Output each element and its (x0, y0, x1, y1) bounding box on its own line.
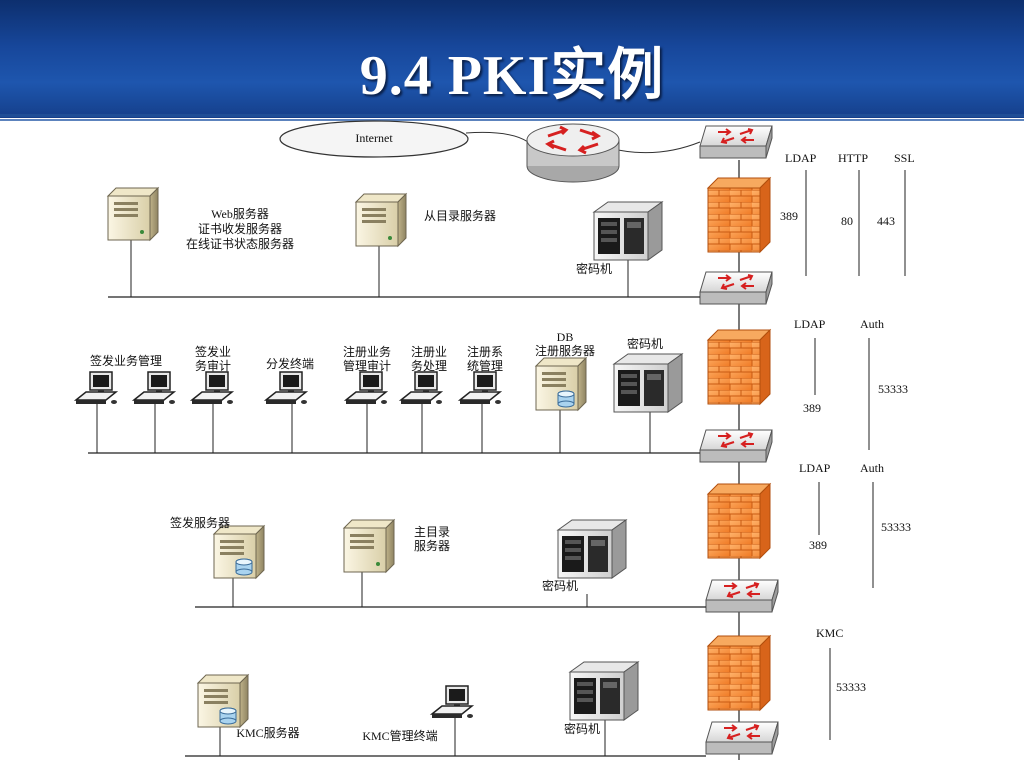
switch-icon-3 (699, 429, 773, 463)
firewall-icon-4 (707, 635, 771, 711)
distribution-terminal-label: 分发终端 (266, 356, 314, 371)
internet-cloud (279, 120, 469, 158)
registration-system-label: 统管理 (467, 358, 503, 373)
port-number: 53333 (836, 680, 866, 694)
kmc-server-icon (198, 675, 248, 727)
port-number: 389 (809, 538, 827, 552)
port-label: LDAP (799, 461, 831, 475)
web-server-icon (107, 187, 159, 241)
port-label: HTTP (838, 151, 868, 165)
sign-server-icon (214, 526, 264, 578)
registration-audit-label: 管理审计 (343, 358, 391, 373)
workstation-icon (133, 371, 176, 405)
main-directory-server-label: 服务器 (414, 538, 450, 553)
switch-icon-4 (705, 579, 779, 613)
main-directory-server-icon (343, 519, 395, 573)
title-bar-rule (0, 114, 1024, 117)
port-label: KMC (816, 626, 843, 640)
internet-label: Internet (355, 131, 393, 145)
firewall-icon-2 (707, 329, 771, 405)
registration-audit-label: 注册业务 (343, 344, 391, 359)
registration-server-label: 注册服务器 (535, 343, 595, 358)
workstation-icon (459, 371, 502, 405)
port-number: 53333 (878, 382, 908, 396)
workstation-icon (75, 371, 118, 405)
port-label: LDAP (785, 151, 817, 165)
title-bar-rule-thin (0, 119, 1024, 121)
internet-router-link (465, 131, 529, 143)
port-label: SSL (894, 151, 915, 165)
crypto-machine-label: 密码机 (627, 336, 663, 351)
web-server-label: Web服务器 (211, 206, 269, 221)
crypto-machine-icon (613, 353, 683, 413)
title-bar (0, 0, 1024, 118)
port-number: 389 (780, 209, 798, 223)
slide-title: 9.4 PKI实例 (359, 45, 665, 107)
port-number: 53333 (881, 520, 911, 534)
port-number: 80 (841, 214, 853, 228)
sign-server-label: 签发服务器 (170, 515, 230, 530)
router-switch-link (617, 141, 701, 154)
web-server-label: 证书收发服务器 (198, 221, 282, 236)
slave-directory-server-label: 从目录服务器 (424, 208, 496, 223)
crypto-machine-label: 密码机 (564, 721, 600, 736)
kmc-server-label: KMC服务器 (236, 725, 299, 740)
port-label: Auth (860, 317, 884, 331)
router-icon (526, 123, 620, 183)
crypto-machine-icon (557, 519, 627, 579)
workstation-icon (265, 371, 308, 405)
registration-system-label: 注册系 (467, 344, 503, 359)
db-label: DB (557, 330, 574, 344)
port-number: 443 (877, 214, 895, 228)
port-label: Auth (860, 461, 884, 475)
sign-audit-label: 务审计 (195, 358, 231, 373)
workstation-icon (400, 371, 443, 405)
registration-processing-label: 注册业 (411, 344, 447, 359)
registration-server-icon (536, 358, 586, 410)
main-directory-server-label: 主目录 (414, 525, 450, 539)
web-server-label: 在线证书状态服务器 (186, 236, 294, 251)
sign-management-label: 签发业务管理 (90, 353, 162, 368)
workstation-icon (345, 371, 388, 405)
crypto-machine-icon (593, 201, 663, 261)
slave-directory-server-icon (355, 193, 407, 247)
crypto-machine-label: 密码机 (576, 261, 612, 276)
sign-audit-label: 签发业 (195, 344, 231, 359)
registration-processing-label: 务处理 (411, 358, 447, 373)
switch-icon-1 (699, 125, 773, 159)
kmc-terminal-icon (431, 685, 474, 719)
port-label: LDAP (794, 317, 826, 331)
crypto-machine-label: 密码机 (542, 578, 578, 593)
crypto-machine-icon (569, 661, 639, 721)
workstation-icon (191, 371, 234, 405)
port-number: 389 (803, 401, 821, 415)
switch-icon-5 (705, 721, 779, 755)
firewall-icon-1 (707, 177, 771, 253)
firewall-icon-3 (707, 483, 771, 559)
switch-icon-2 (699, 271, 773, 305)
kmc-terminal-label: KMC管理终端 (362, 728, 437, 743)
